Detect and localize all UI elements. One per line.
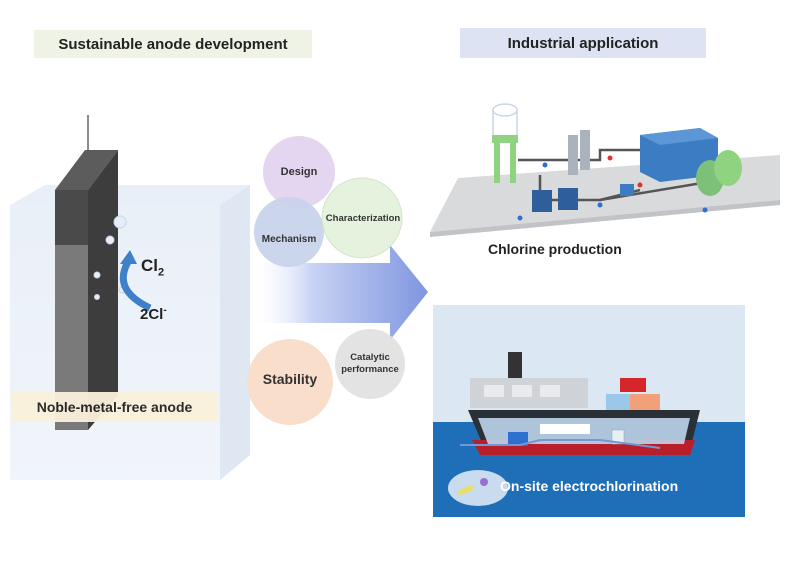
reactant-2cl-label: 2Cl- <box>140 305 167 323</box>
flow-arrow <box>250 245 428 340</box>
reactant-superscript: - <box>163 305 167 316</box>
catalytic-line2: performance <box>341 364 399 375</box>
circle-mechanism-label: Mechanism <box>261 234 317 245</box>
electrochlorination-label: On-site electrochlorination <box>500 478 679 494</box>
reaction-arrow <box>119 250 152 312</box>
circle-catalytic-label: Catalytic performance <box>336 352 404 376</box>
header-industrial-application: Industrial application <box>460 28 706 58</box>
chlorine-plant-illustration <box>430 103 780 237</box>
anode-label-box: Noble-metal-free anode <box>12 392 217 422</box>
anode-label-text: Noble-metal-free anode <box>36 399 193 415</box>
anode-electrode <box>55 115 118 430</box>
product-cl2-label: Cl2 <box>141 256 165 279</box>
ship-scene <box>433 305 745 517</box>
circle-characterization-label: Characterization <box>325 213 401 224</box>
chlorine-production-label: Chlorine production <box>488 241 622 257</box>
electrolyte-tank <box>10 185 250 480</box>
circle-stability-label: Stability <box>262 371 318 387</box>
header-left-text: Sustainable anode development <box>58 35 288 53</box>
circle-design-label: Design <box>280 166 318 178</box>
catalytic-line1: Catalytic <box>350 352 390 363</box>
header-sustainable-anode: Sustainable anode development <box>34 30 312 58</box>
product-subscript: 2 <box>158 266 165 279</box>
header-right-text: Industrial application <box>507 34 659 52</box>
topic-circles <box>247 136 405 425</box>
